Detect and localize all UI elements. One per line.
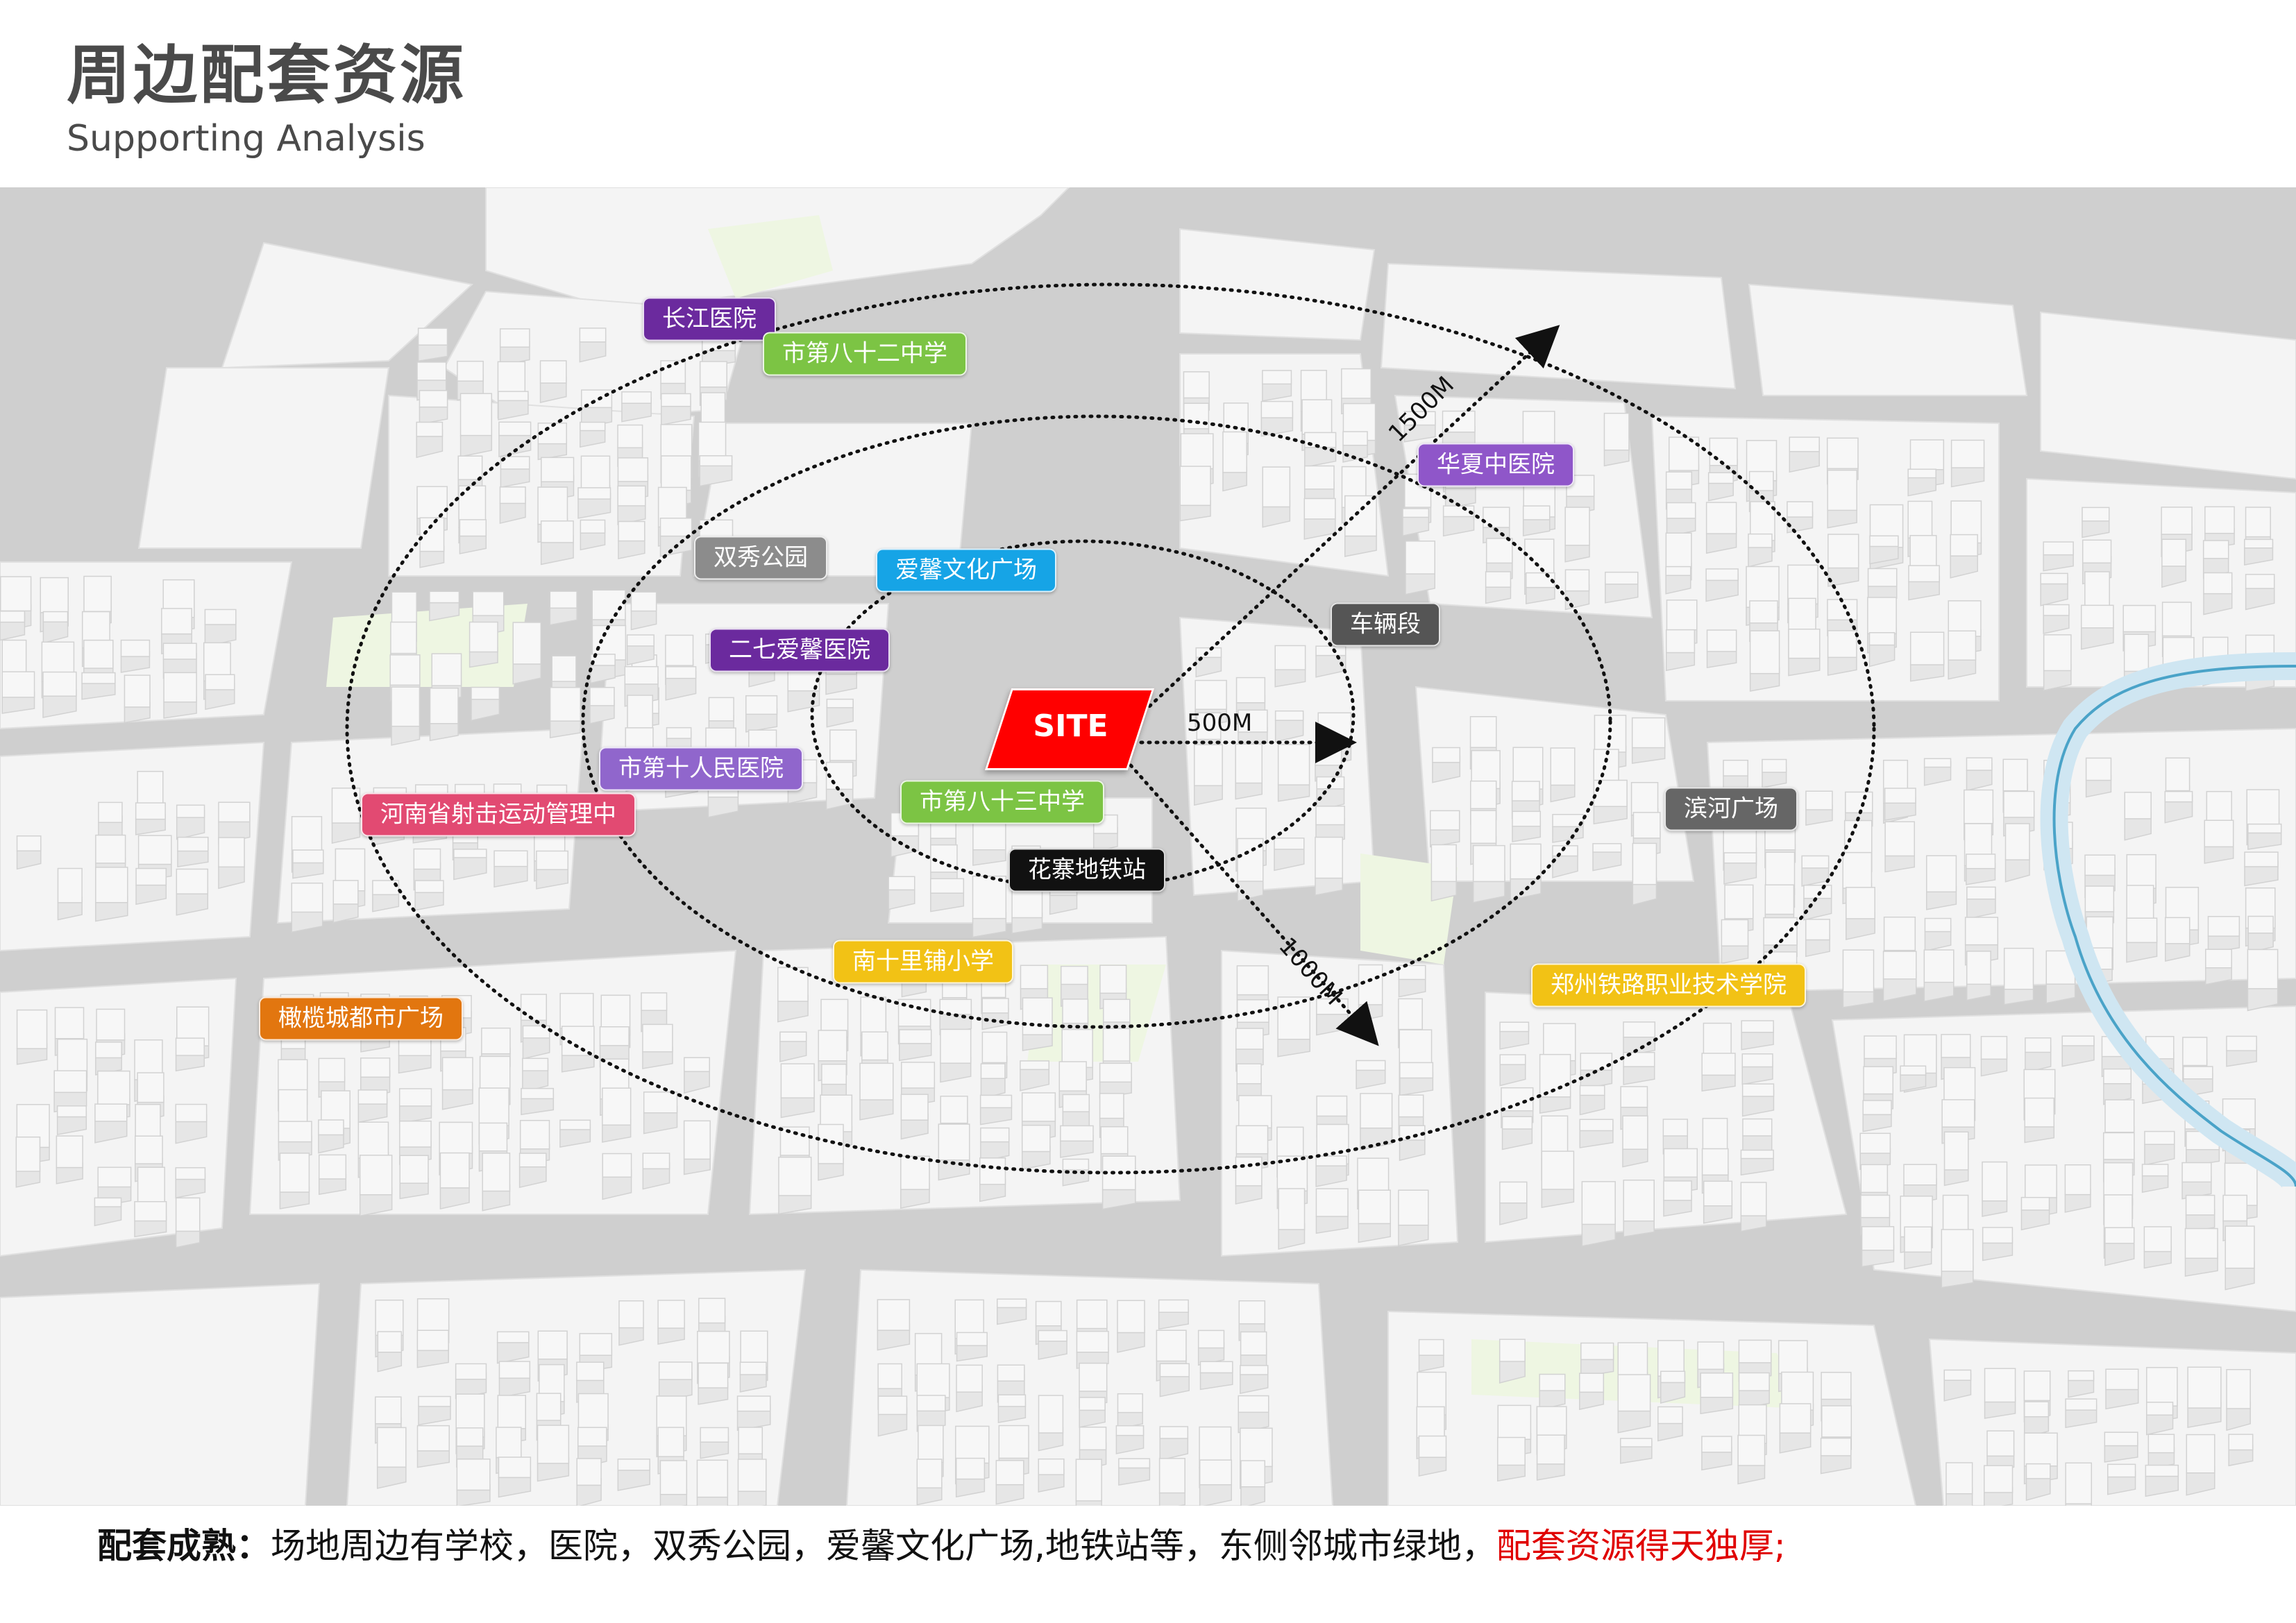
summary-highlight: 配套资源得天独厚; <box>1496 1526 1786 1566</box>
label-no10-peoples-hospital[interactable]: 市第十人民医院 <box>599 747 803 791</box>
label-henan-shooting-center[interactable]: 河南省射击运动管理中 <box>361 792 636 837</box>
page-subtitle: Supporting Analysis <box>67 118 425 160</box>
label-aixin-culture-square[interactable]: 爱馨文化广场 <box>876 548 1056 593</box>
site-map: 500M 1000M 1500M SITE 长江医院市第八十二中学华夏中医院双秀… <box>0 187 2296 1506</box>
label-huazhai-metro-station[interactable]: 花寨地铁站 <box>1008 848 1165 892</box>
label-huaxia-tcm-hospital[interactable]: 华夏中医院 <box>1417 443 1574 487</box>
ring-1000m <box>581 414 1612 1029</box>
label-changjiang-hospital[interactable]: 长江医院 <box>643 297 776 341</box>
site-marker[interactable]: SITE <box>984 688 1155 770</box>
summary-text: 配套成熟：场地周边有学校，医院，双秀公园，爱馨文化广场,地铁站等，东侧邻城市绿地… <box>97 1518 1786 1568</box>
ring-1500m <box>345 282 1876 1175</box>
summary-lead: 配套成熟： <box>97 1526 271 1566</box>
river-line <box>2052 665 2296 1187</box>
label-vehicle-depot[interactable]: 车辆段 <box>1331 602 1440 647</box>
label-no83-middle-school[interactable]: 市第八十三中学 <box>900 780 1104 824</box>
page-title: 周边配套资源 <box>67 38 467 112</box>
label-no82-middle-school[interactable]: 市第八十二中学 <box>763 332 967 376</box>
map-base <box>0 187 2296 1506</box>
summary-body: 场地周边有学校，医院，双秀公园，爱馨文化广场,地铁站等，东侧邻城市绿地， <box>271 1526 1496 1566</box>
label-shuangxiu-park[interactable]: 双秀公园 <box>694 536 827 580</box>
arrow-1500m <box>1108 325 1560 745</box>
label-nanshilipu-primary-school[interactable]: 南十里铺小学 <box>833 940 1013 984</box>
label-erqi-aixin-hospital[interactable]: 二七爱馨医院 <box>709 628 890 672</box>
arrow-1000m <box>1108 740 1379 1046</box>
label-zhengzhou-railway-college[interactable]: 郑州铁路职业技术学院 <box>1531 963 1806 1008</box>
label-binhe-square[interactable]: 滨河广场 <box>1664 787 1798 831</box>
site-label: SITE <box>1033 708 1108 744</box>
radius-500m-label: 500M <box>1187 709 1253 737</box>
label-olive-city-plaza[interactable]: 橄榄城都市广场 <box>259 996 463 1041</box>
